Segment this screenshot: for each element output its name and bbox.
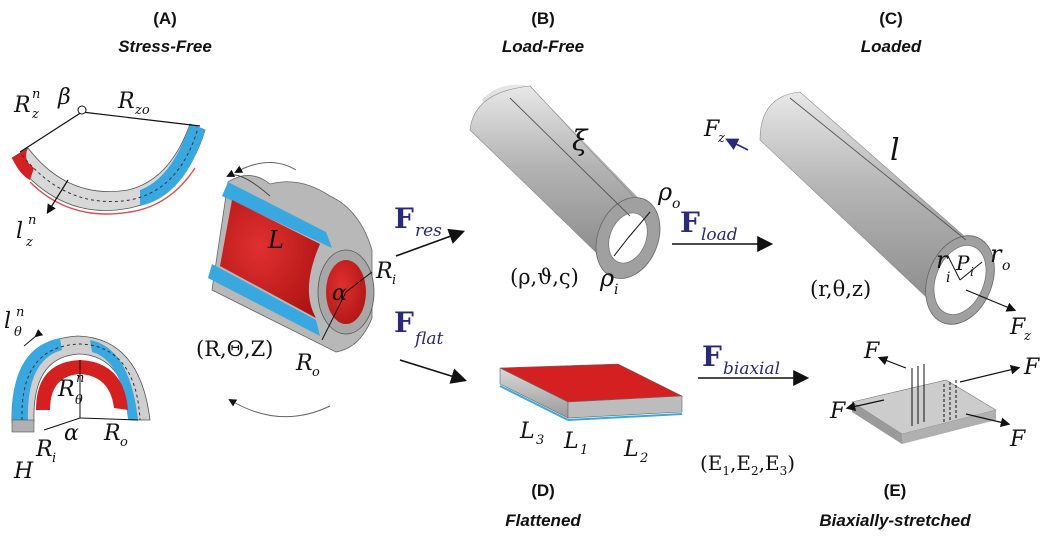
ltheta-symbol: l bbox=[4, 309, 11, 334]
f-load-symbol: F bbox=[680, 206, 700, 239]
ri-symbol: r bbox=[936, 246, 949, 274]
ltheta-sup: n bbox=[16, 305, 24, 320]
ro-bottom-sub: o bbox=[120, 435, 128, 450]
lz-sub: z bbox=[25, 235, 33, 250]
panel-c-label: (C) bbox=[879, 9, 903, 28]
f-e-4: F bbox=[1009, 427, 1026, 452]
f-res-arrow bbox=[395, 228, 466, 257]
ri-bottom-sub: i bbox=[52, 451, 56, 466]
rtheta-sub: θ bbox=[75, 393, 83, 408]
ro-mid: R bbox=[295, 351, 313, 376]
coords-b: (ρ,ϑ,ς) bbox=[510, 265, 579, 289]
coords-d: (E1,E2,E3) bbox=[700, 451, 795, 478]
f-e-3: F bbox=[829, 399, 846, 424]
lz-symbol: l bbox=[16, 219, 23, 244]
ltheta-sub: θ bbox=[14, 325, 22, 340]
coords-c: (r,θ,z) bbox=[810, 277, 871, 301]
l-symbol: L bbox=[267, 226, 284, 254]
f-flat-arrow bbox=[399, 359, 468, 384]
rtheta-sup: n bbox=[76, 371, 84, 386]
ri-mid: R bbox=[375, 259, 393, 284]
f-e-1: F bbox=[863, 339, 880, 364]
panel-a-label: (A) bbox=[153, 9, 177, 28]
coords-mid: (R,Θ,Z) bbox=[196, 337, 273, 361]
panel-e-title: Biaxially-stretched bbox=[819, 511, 971, 530]
f-flat-sub: flat bbox=[413, 329, 443, 349]
ri-sub: i bbox=[946, 270, 950, 286]
stress-free-strip bbox=[11, 105, 206, 215]
l2-symbol: L bbox=[623, 437, 639, 462]
rz-symbol: R bbox=[13, 93, 31, 118]
rzo-symbol: R bbox=[117, 89, 135, 114]
rho-i-sub: i bbox=[614, 282, 618, 298]
rzo-sub: zo bbox=[134, 103, 150, 118]
fz-bottom-symbol: F bbox=[1009, 315, 1026, 340]
panel-a-title: Stress-Free bbox=[118, 37, 212, 56]
f-biaxial-symbol: F bbox=[702, 340, 722, 373]
fz-bottom-sub: z bbox=[1023, 329, 1031, 344]
h-symbol: H bbox=[13, 459, 34, 484]
alpha-bottom: α bbox=[64, 421, 79, 446]
lz-sup: n bbox=[28, 213, 36, 228]
rho-o-sub: o bbox=[672, 196, 680, 212]
flattened-slab bbox=[499, 363, 684, 421]
ro-bottom: R bbox=[103, 421, 121, 446]
panel-d-label: (D) bbox=[531, 481, 555, 500]
cut-tube bbox=[208, 161, 375, 418]
l3-sub: 3 bbox=[536, 433, 544, 448]
loaded-cylinder bbox=[725, 91, 1017, 325]
stress-free-ring bbox=[11, 329, 151, 433]
panel-e-label: (E) bbox=[884, 481, 907, 500]
alpha-mid: α bbox=[332, 281, 347, 306]
panel-d-title: Flattened bbox=[505, 511, 581, 530]
l3-symbol: L bbox=[519, 419, 535, 444]
biaxial-plate bbox=[845, 356, 1021, 444]
ri-bottom: R bbox=[35, 437, 53, 462]
f-flat-symbol: F bbox=[394, 306, 414, 339]
ro-sub: o bbox=[1002, 258, 1010, 274]
pi-sub: i bbox=[970, 265, 974, 279]
ri-mid-sub: i bbox=[392, 273, 396, 288]
f-biaxial-sub: biaxial bbox=[723, 359, 780, 379]
pi-symbol: P bbox=[955, 251, 970, 275]
l1-symbol: L bbox=[563, 429, 579, 454]
rz-sup: n bbox=[32, 87, 40, 102]
l-length-symbol: l bbox=[890, 133, 900, 168]
fz-top-sub: z bbox=[717, 131, 725, 146]
f-e-2: F bbox=[1023, 355, 1040, 380]
xi-symbol: ξ bbox=[572, 124, 589, 157]
f-load-sub: load bbox=[701, 225, 738, 245]
panel-c-title: Loaded bbox=[861, 37, 922, 56]
beta-symbol: β bbox=[57, 85, 71, 110]
ro-symbol: r bbox=[990, 240, 1003, 268]
rtheta-symbol: R bbox=[57, 377, 75, 402]
fz-top-symbol: F bbox=[703, 117, 720, 142]
rz-sub: z bbox=[31, 107, 39, 122]
rho-i-symbol: ρ bbox=[599, 264, 614, 292]
f-res-symbol: F bbox=[394, 202, 414, 235]
panel-b-title: Load-Free bbox=[502, 37, 584, 56]
ro-mid-sub: o bbox=[312, 365, 320, 380]
rho-o-symbol: ρ bbox=[657, 178, 672, 206]
l1-sub: 1 bbox=[580, 443, 588, 458]
f-res-sub: res bbox=[415, 221, 442, 241]
panel-b-label: (B) bbox=[531, 9, 555, 28]
load-free-cylinder bbox=[469, 84, 661, 279]
l2-sub: 2 bbox=[639, 451, 648, 466]
